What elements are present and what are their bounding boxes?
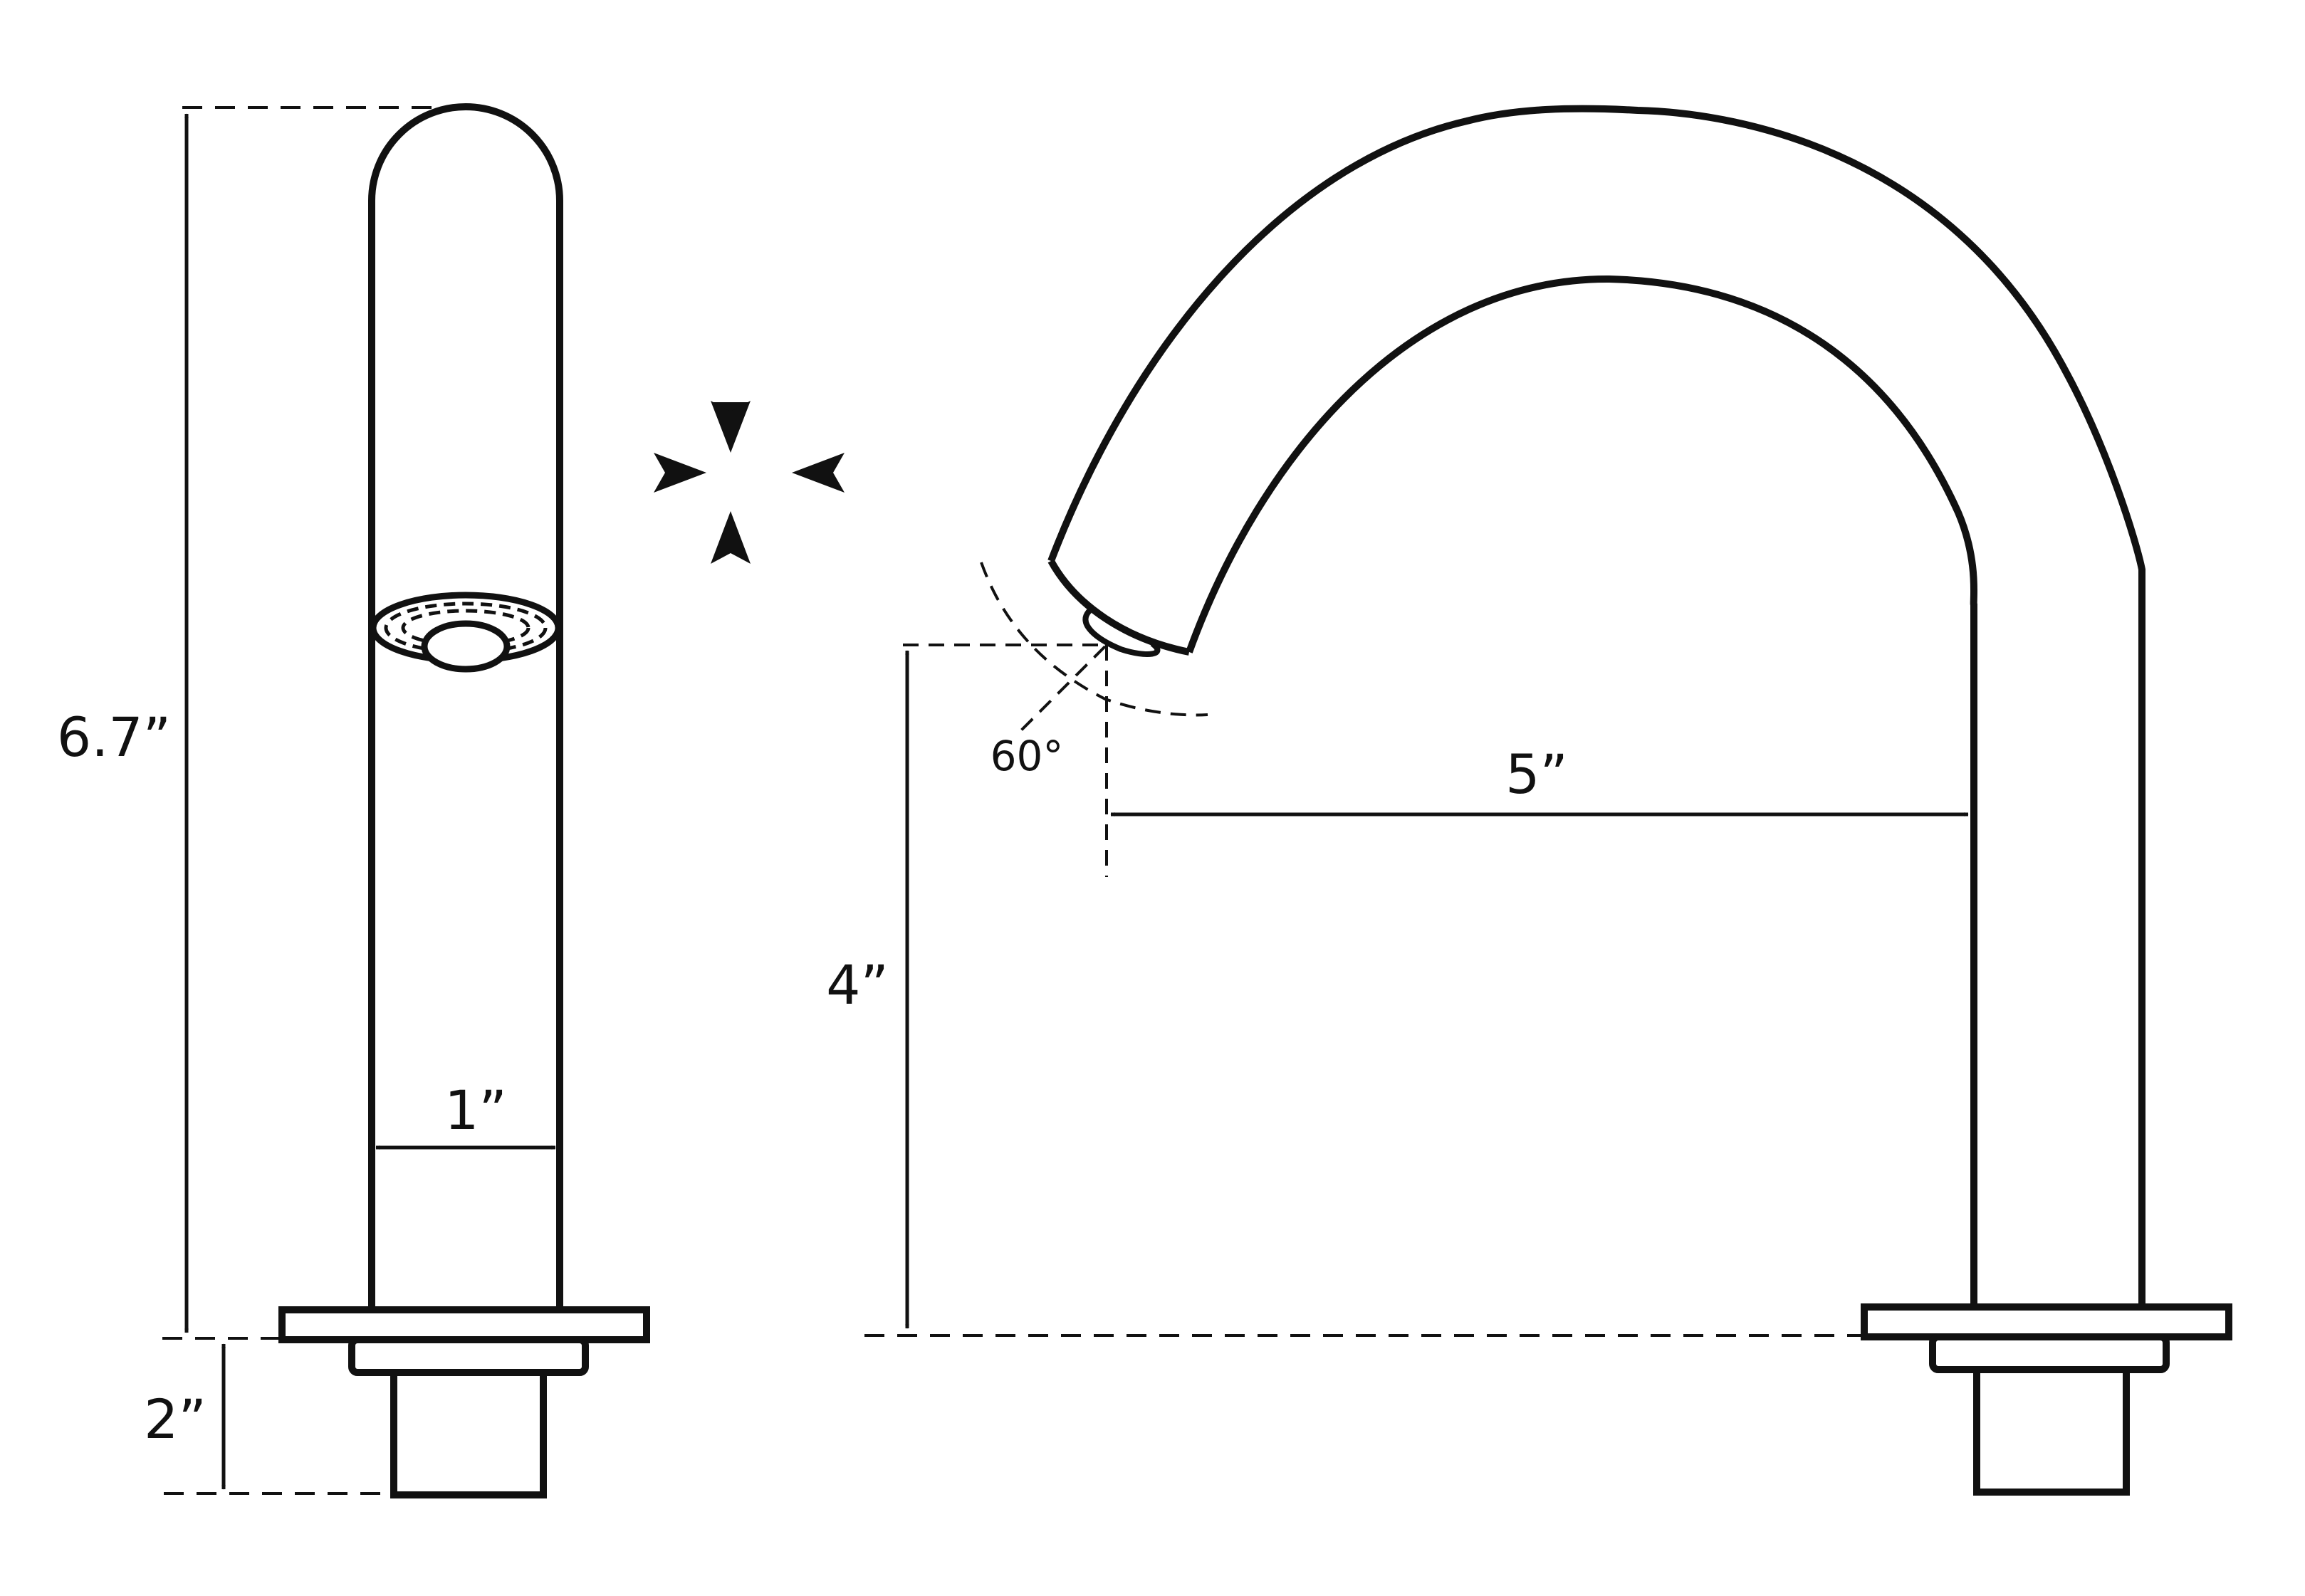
- spray-angle-indicator: [903, 562, 1208, 877]
- side-base-collar: [1929, 1333, 2170, 1373]
- front-height-label: 6.7”: [57, 705, 171, 769]
- spout-height-label: 4”: [826, 953, 889, 1017]
- side-spout-inner: [1186, 275, 1978, 1304]
- spray-diagonal-line: [1017, 645, 1107, 735]
- spray-angle-label: 60°: [991, 732, 1064, 780]
- front-base-plate: [278, 1306, 650, 1343]
- spout-reach-label: 5”: [1505, 742, 1568, 806]
- side-aerator: [1082, 609, 1161, 657]
- front-view: [278, 103, 650, 1498]
- base-height-dimension: [164, 1343, 394, 1495]
- side-base-shank: [1973, 1366, 2130, 1496]
- spout-height-dimension: [864, 650, 1864, 1337]
- spray-arc: [980, 562, 1208, 717]
- side-view: [1047, 105, 2232, 1496]
- side-base-plate: [1861, 1303, 2232, 1340]
- front-aerator: [370, 592, 562, 673]
- front-base-shank: [390, 1369, 547, 1498]
- front-width-label: 1”: [444, 1078, 507, 1142]
- base-height-label: 2”: [144, 1387, 207, 1451]
- front-height-dimension: [162, 106, 467, 1340]
- side-spout-tip: [1047, 559, 1190, 656]
- front-faucet-body: [368, 103, 563, 1310]
- front-base-collar: [348, 1336, 589, 1376]
- four-arrows-converging-icon: [654, 401, 845, 564]
- side-spout-outer: [1047, 105, 2145, 1304]
